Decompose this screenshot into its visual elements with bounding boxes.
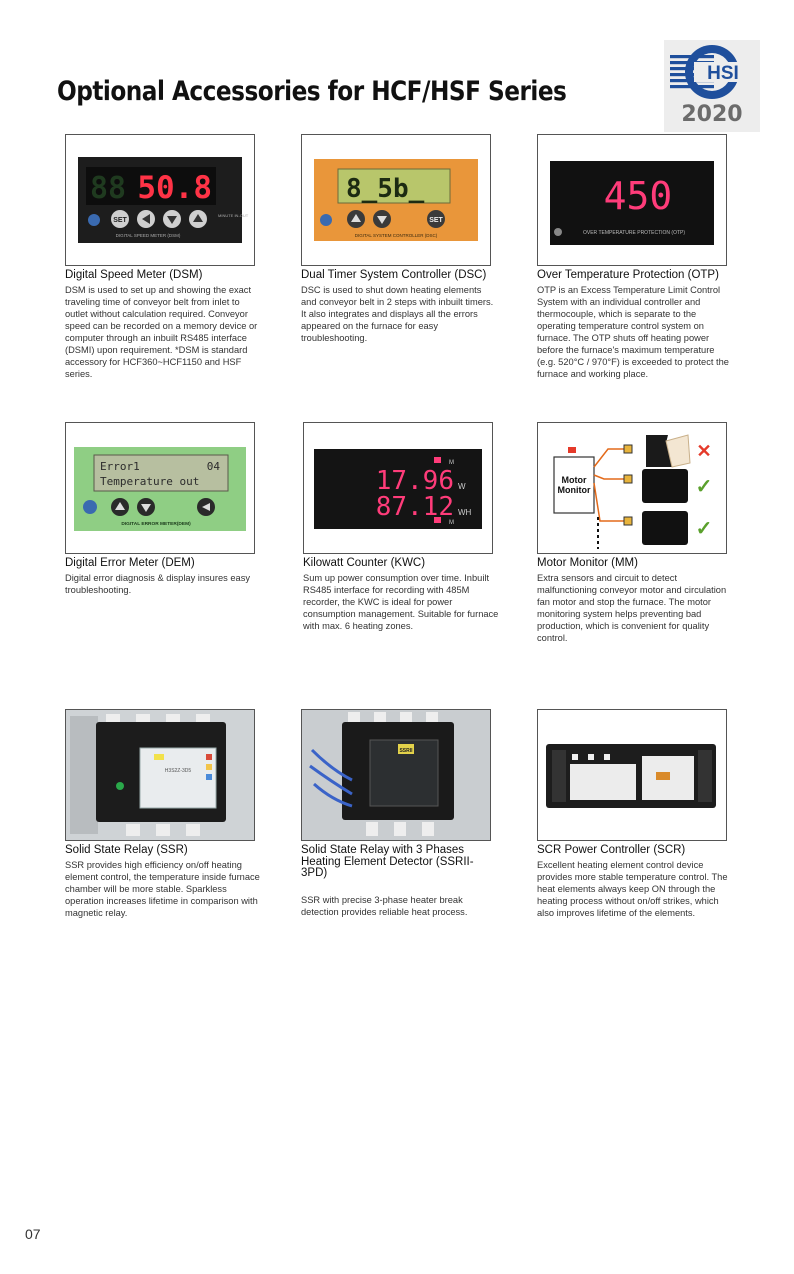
dsm-description: DSM is used to set up and showing the ex… [65, 285, 258, 379]
svg-text:✕: ✕ [696, 441, 711, 461]
dem-title: Digital Error Meter (DEM) [65, 557, 195, 569]
svg-text:Error1: Error1 [100, 460, 140, 473]
ssr-title: Solid State Relay (SSR) [65, 844, 188, 856]
svg-text:W: W [458, 482, 466, 491]
dem-description: Digital error diagnosis & display insure… [65, 573, 250, 595]
svg-text:SSRII: SSRII [399, 748, 413, 754]
logo-emblem-icon [670, 45, 752, 99]
svg-text:87.12: 87.12 [376, 492, 454, 522]
otp-title: Over Temperature Protection (OTP) [537, 269, 719, 281]
svg-text:✓: ✓ [696, 476, 713, 498]
ssrii-description: SSR with precise 3-phase heater break de… [301, 895, 468, 917]
scr-description: Excellent heating element control device… [537, 860, 728, 918]
dsc-title: Dual Timer System Controller (DSC) [301, 269, 487, 281]
svg-text:04: 04 [207, 460, 221, 473]
kwc-photo: M 17.96 W 87.12 WH M [303, 422, 493, 554]
ssrii-title: Solid State Relay with 3 Phases Heating … [301, 844, 474, 879]
svg-text:DIGITAL SPEED METER (DSM): DIGITAL SPEED METER (DSM) [116, 233, 181, 238]
svg-text:OVER TEMPERATURE PROTECTION (O: OVER TEMPERATURE PROTECTION (OTP) [583, 230, 685, 236]
mm-title: Motor Monitor (MM) [537, 557, 638, 569]
svg-text:50.8: 50.8 [137, 170, 212, 206]
dsm-title: Digital Speed Meter (DSM) [65, 269, 203, 281]
mm-diagram: Motor Monitor ✕ ✓ ✓ [537, 422, 727, 554]
ssr-description: SSR provides high efficiency on/off heat… [65, 860, 260, 918]
svg-text:WH: WH [458, 508, 472, 517]
svg-text:Monitor: Monitor [558, 485, 591, 495]
logo-text: HSI [707, 63, 739, 84]
dsc-description: DSC is used to shut down heating element… [301, 285, 494, 343]
dsc-photo: 8_5b_ SET DIGITAL SYSTEM CONTROLLER (DSC… [301, 134, 491, 266]
kwc-title: Kilowatt Counter (KWC) [303, 557, 426, 569]
ssrii-photo: SSRII [301, 709, 491, 841]
dem-photo: Error1 04 Temperature out DIGITAL ERROR … [65, 422, 255, 554]
kwc-description: Sum up power consumption over time. Inbu… [303, 573, 499, 631]
page-number: 07 [25, 1226, 41, 1242]
svg-text:SET: SET [429, 217, 443, 224]
mm-description: Extra sensors and circuit to detect malf… [537, 573, 727, 643]
company-logo: HSI 2020 [664, 40, 760, 132]
scr-photo [537, 709, 727, 841]
svg-text:DIGITAL ERROR METER(DEM): DIGITAL ERROR METER(DEM) [121, 521, 191, 527]
otp-photo: 450 OVER TEMPERATURE PROTECTION (OTP) [537, 134, 727, 266]
svg-text:88: 88 [90, 171, 126, 206]
svg-text:MINUTE IN-OUT: MINUTE IN-OUT [218, 213, 249, 218]
svg-text:M: M [449, 460, 454, 466]
scr-title: SCR Power Controller (SCR) [537, 844, 686, 856]
svg-text:✓: ✓ [696, 518, 713, 540]
svg-text:8_5b_: 8_5b_ [346, 174, 425, 204]
svg-text:DIGITAL SYSTEM CONTROLLER (DSC: DIGITAL SYSTEM CONTROLLER (DSC) [355, 233, 438, 238]
svg-text:450: 450 [604, 174, 673, 218]
otp-description: OTP is an Excess Temperature Limit Contr… [537, 285, 729, 379]
dsm-photo: 88 50.8 SET MINUTE IN-OUT DIGITAL SPEED … [65, 134, 255, 266]
ssr-photo: H3S2Z-3D5 [65, 709, 255, 841]
page-title: Optional Accessories for HCF/HSF Series [57, 76, 567, 107]
svg-text:Temperature out: Temperature out [100, 475, 199, 488]
svg-text:Motor: Motor [562, 475, 587, 485]
svg-text:M: M [449, 520, 454, 526]
svg-text:17.96: 17.96 [376, 466, 454, 496]
logo-year: 2020 [681, 102, 743, 127]
svg-text:H3S2Z-3D5: H3S2Z-3D5 [165, 768, 192, 774]
svg-text:SET: SET [113, 217, 127, 224]
